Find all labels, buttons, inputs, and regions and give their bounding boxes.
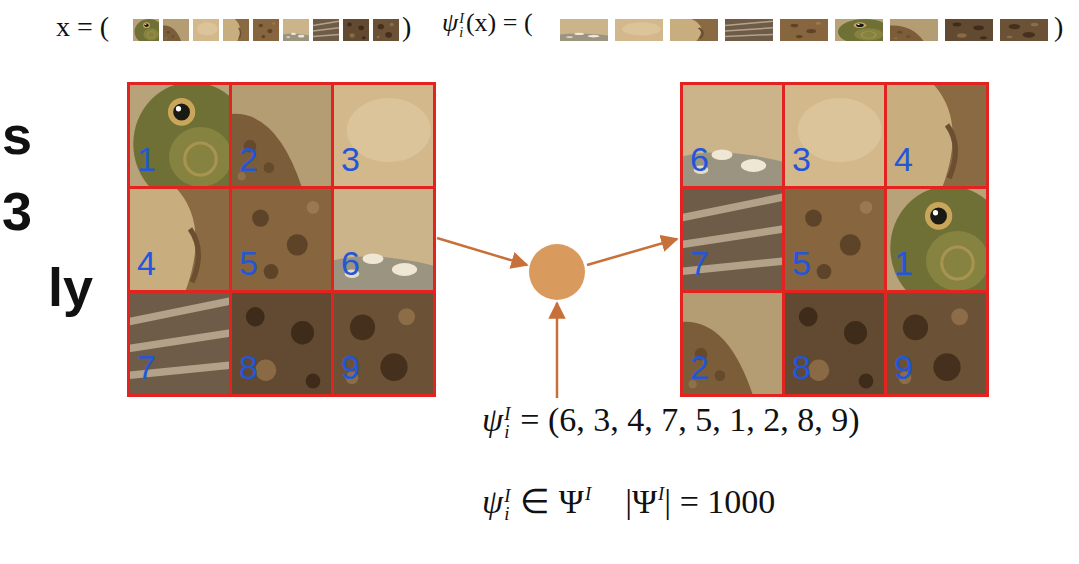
- tile-number: 1: [137, 142, 156, 176]
- puzzle-tile: 4: [127, 186, 232, 293]
- tile-number: 9: [341, 350, 360, 384]
- puzzle-tile: 8: [782, 290, 887, 397]
- puzzle-tile: 6: [331, 186, 436, 293]
- puzzle-tile: 1: [884, 186, 989, 293]
- puzzle-tile: 2: [229, 82, 334, 189]
- permuted-formula: ): [1054, 11, 1063, 43]
- puzzle-tile: 6: [680, 82, 785, 189]
- permutation-formula: ψIi = (6, 3, 4, 7, 5, 1, 2, 8, 9): [482, 400, 860, 442]
- puzzle-tile: 7: [680, 186, 785, 293]
- formula-text: ): [1054, 11, 1063, 42]
- index-stack: Ii: [459, 11, 464, 40]
- puzzle-tile: 5: [782, 186, 887, 293]
- flow-arrow: [587, 239, 677, 265]
- psi-symbol: ψ: [482, 483, 503, 520]
- puzzle-tile: 4: [884, 82, 989, 189]
- puzzle-tile: 3: [331, 82, 436, 189]
- tile-number: 6: [690, 142, 709, 176]
- permutation-operator: [529, 244, 585, 300]
- heading-fragment: ly: [48, 257, 93, 317]
- input-formula: ): [402, 11, 411, 43]
- puzzle-tile: 1: [127, 82, 232, 189]
- tile-number: 7: [137, 350, 156, 384]
- tile-number: 6: [341, 246, 360, 280]
- puzzle-tile: 9: [331, 290, 436, 397]
- superscript: I: [585, 483, 591, 504]
- puzzle-tile: 3: [782, 82, 887, 189]
- superscript: I: [504, 487, 510, 506]
- input-formula: x = (: [56, 11, 109, 43]
- tile-number: 4: [894, 142, 913, 176]
- superscript: I: [658, 483, 664, 504]
- index-stack: Ii: [504, 487, 510, 524]
- subscript: i: [504, 505, 510, 524]
- formula-text: (x) = (: [466, 8, 533, 37]
- superscript: I: [459, 11, 464, 25]
- tile-number: 2: [690, 350, 709, 384]
- puzzle-tile: 7: [127, 290, 232, 397]
- tile-number: 8: [792, 350, 811, 384]
- tile-number: 7: [690, 246, 709, 280]
- formula-text: | = 1000: [664, 483, 775, 520]
- psi-symbol: ψ: [482, 401, 503, 438]
- heading-fragment: s: [2, 105, 32, 165]
- formula-text: = (6, 3, 4, 7, 5, 1, 2, 8, 9): [520, 401, 859, 438]
- tile-number: 9: [894, 350, 913, 384]
- subscript: i: [459, 25, 464, 39]
- tile-number: 1: [894, 246, 913, 280]
- superscript: I: [504, 405, 510, 424]
- puzzle-tile: 5: [229, 186, 334, 293]
- puzzle-tile: 2: [680, 290, 785, 397]
- permuted-formula: ψIi(x) = (: [442, 8, 533, 39]
- formula-text: |Ψ: [625, 483, 657, 520]
- psi-symbol: ψ: [442, 8, 458, 37]
- cut-off-heading: 3: [2, 180, 32, 242]
- tile-number: 3: [792, 142, 811, 176]
- tile-number: 3: [341, 142, 360, 176]
- subscript: i: [504, 423, 510, 442]
- cut-off-heading: ly: [48, 256, 93, 318]
- flow-arrow: [437, 238, 527, 265]
- tile-number: 5: [792, 246, 811, 280]
- tile-number: 4: [137, 246, 156, 280]
- permutation-set-formula: ψIi∈ ΨI|ΨI| = 1000: [482, 482, 775, 524]
- formula-text: ): [402, 11, 411, 42]
- formula-text: x = (: [56, 11, 109, 42]
- tile-number: 8: [239, 350, 258, 384]
- tile-number: 2: [239, 142, 258, 176]
- tile-number: 5: [239, 246, 258, 280]
- flow-arrow: [556, 303, 559, 398]
- formula-text: ∈ Ψ: [520, 483, 584, 520]
- cut-off-heading: s: [2, 104, 32, 166]
- index-stack: Ii: [504, 405, 510, 442]
- heading-fragment: 3: [2, 181, 32, 241]
- puzzle-tile: 9: [884, 290, 989, 397]
- puzzle-tile: 8: [229, 290, 334, 397]
